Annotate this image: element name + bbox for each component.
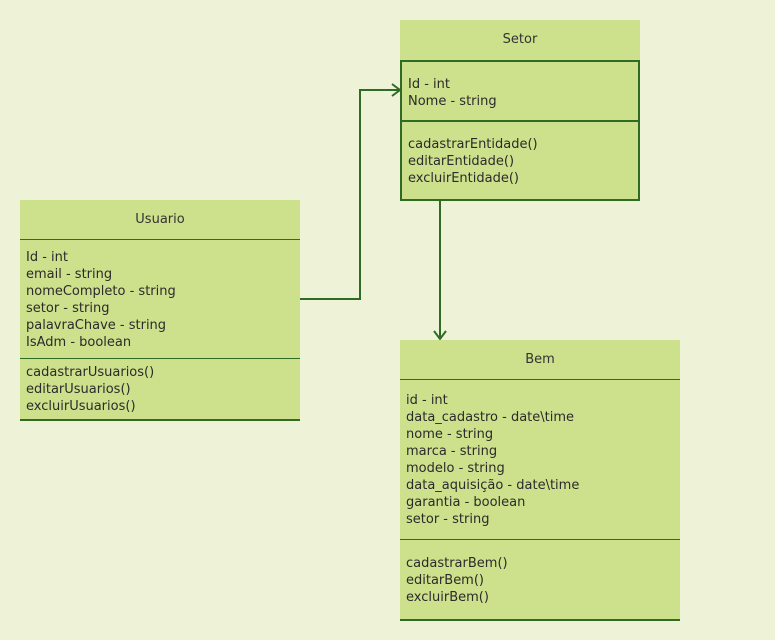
class-name: Setor (502, 32, 538, 47)
arrowhead-bem (433, 330, 447, 341)
class-name: Bem (400, 340, 680, 380)
attributes-section: Id - int Nome - string (402, 62, 638, 122)
attributes-section: id - int data_cadastro - date\time nome … (400, 380, 680, 540)
connector-usuario-to-setor (300, 89, 400, 300)
class-setor[interactable]: Setor Id - int Nome - string cadastrarEn… (400, 20, 640, 201)
method: cadastrarEntidade() (408, 137, 538, 152)
method: editarBem() (406, 573, 484, 588)
attribute: nomeCompleto - string (26, 284, 176, 299)
method: excluirUsuarios() (26, 399, 136, 414)
method: editarEntidade() (408, 154, 515, 169)
attribute: id - int (406, 393, 448, 408)
class-usuario[interactable]: Usuario Id - int email - string nomeComp… (20, 200, 300, 421)
attribute: marca - string (406, 444, 498, 459)
attribute: Id - int (26, 250, 68, 265)
method: editarUsuarios() (26, 382, 131, 397)
method: cadastrarBem() (406, 556, 508, 571)
attribute: nome - string (406, 427, 494, 442)
attribute: Id - int (408, 77, 450, 92)
attribute: palavraChave - string (26, 318, 167, 333)
method: cadastrarUsuarios() (26, 365, 155, 380)
attribute: IsAdm - boolean (26, 335, 132, 350)
attribute: email - string (26, 267, 113, 282)
attribute: setor - string (26, 301, 110, 316)
methods-section: cadastrarEntidade() editarEntidade() exc… (402, 122, 638, 187)
attribute: data_cadastro - date\time (406, 410, 575, 425)
attributes-section: Id - int email - string nomeCompleto - s… (20, 240, 300, 359)
attribute: modelo - string (406, 461, 505, 476)
methods-section: cadastrarBem() editarBem() excluirBem() (400, 540, 680, 606)
method: excluirEntidade() (408, 171, 519, 186)
attribute: setor - string (406, 512, 490, 527)
attribute: Nome - string (408, 94, 497, 109)
attribute: garantia - boolean (406, 495, 526, 510)
method: excluirBem() (406, 590, 489, 605)
attribute: data_aquisição - date\time (406, 478, 580, 493)
class-bem[interactable]: Bem id - int data_cadastro - date\time n… (400, 340, 680, 621)
methods-section: cadastrarUsuarios() editarUsuarios() exc… (20, 359, 300, 415)
class-name: Usuario (20, 200, 300, 240)
class-body: Id - int Nome - string cadastrarEntidade… (400, 60, 640, 201)
